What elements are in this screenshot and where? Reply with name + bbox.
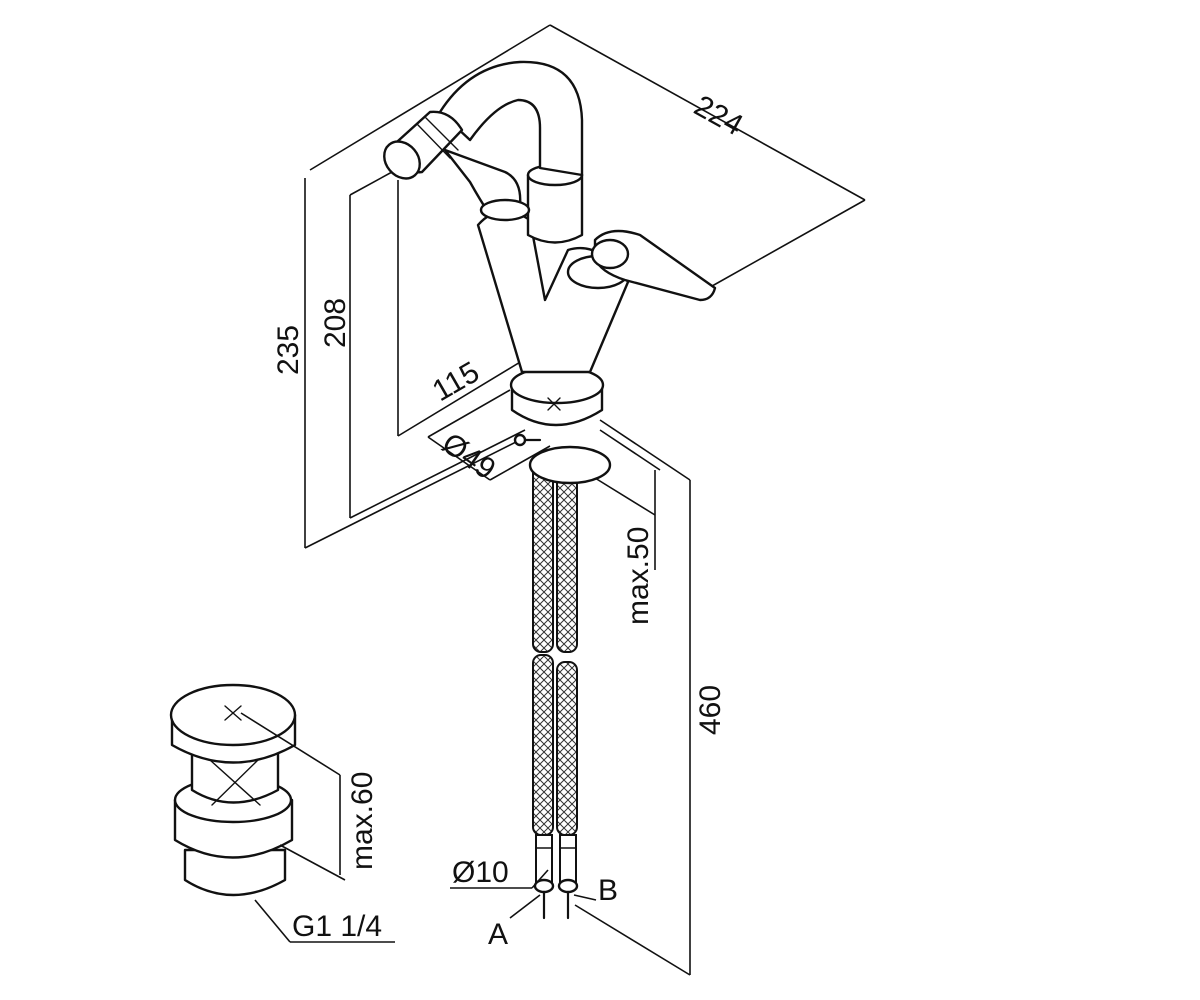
inlet-a-label: A xyxy=(488,918,508,951)
dimension-max50: max.50 xyxy=(594,429,661,625)
dim-thread-label: G1 1/4 xyxy=(292,910,382,943)
dim-224-label: 224 xyxy=(689,89,749,142)
dimension-208: 208 xyxy=(319,171,526,519)
dimension-460: 460 xyxy=(574,419,727,976)
inlet-b-label: B xyxy=(598,874,618,907)
dim-235-label: 235 xyxy=(272,325,305,375)
dim-208-label: 208 xyxy=(319,298,352,348)
dimension-thread: G1 1/4 xyxy=(254,899,395,943)
mounting-nut xyxy=(528,445,612,485)
dim-460-label: 460 xyxy=(694,685,727,735)
bidet-mixer xyxy=(383,60,717,485)
dimension-max60: max.60 xyxy=(240,712,379,881)
dimension-hose-diameter: Ø10 xyxy=(450,856,549,889)
dim-max50-label: max.50 xyxy=(622,527,655,625)
pop-up-waste xyxy=(169,683,297,897)
spout-neck xyxy=(438,60,584,177)
flexible-hoses xyxy=(532,461,579,920)
inlet-b-marker: B xyxy=(573,874,618,907)
dim-hose-diameter-label: Ø10 xyxy=(452,856,509,889)
dimension-235: 235 xyxy=(272,178,521,549)
aerator xyxy=(383,140,421,180)
dim-115-label: 115 xyxy=(427,356,485,408)
inlet-a-marker: A xyxy=(488,894,541,951)
dim-max60-label: max.60 xyxy=(346,772,379,870)
